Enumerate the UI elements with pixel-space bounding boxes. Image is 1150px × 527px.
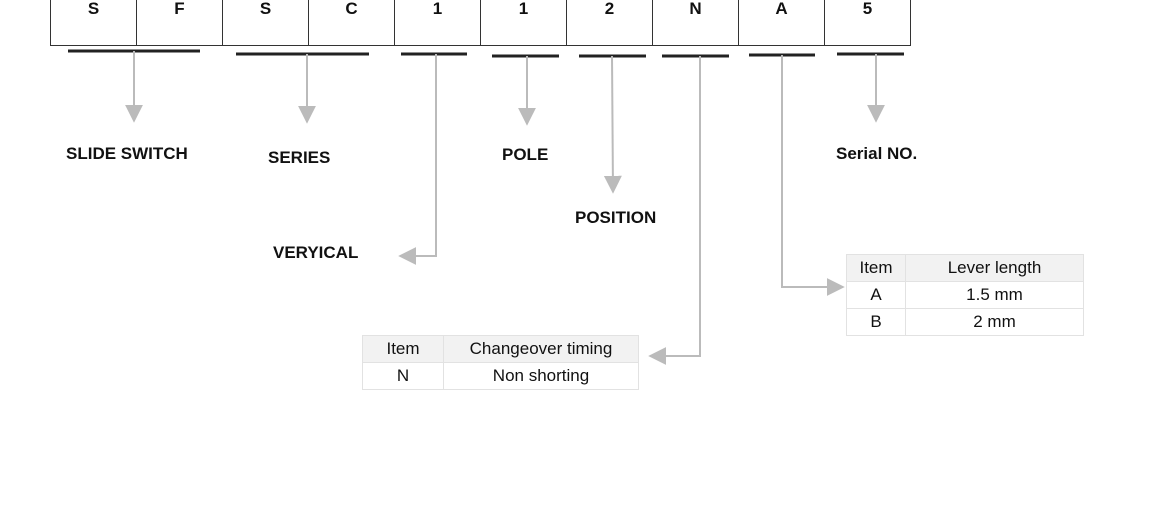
code-cell: C [308,0,394,45]
segment-underlines [68,49,904,58]
changeover-timing-table: Item Changeover timing N Non shorting [362,335,639,390]
code-cell: S [222,0,308,45]
table-cell: 2 mm [905,308,1084,336]
table-cell: Non shorting [443,362,639,390]
code-cell: 5 [824,0,910,45]
label-series: SERIES [268,148,331,167]
code-cell: 1 [480,0,566,45]
table-row: A 1.5 mm [846,281,1084,309]
table-row: N Non shorting [362,362,639,390]
table-cell: A [846,281,906,309]
arrow-timing [648,56,701,365]
table-row: B 2 mm [846,308,1084,336]
label-position: POSITION [575,208,657,227]
lever-length-table: Item Lever length A 1.5 mm B 2 mm [846,254,1084,336]
code-cell: S [50,0,136,45]
table-cell: N [362,362,444,390]
part-number-code-row: S F S C 1 1 2 N A 5 [50,0,911,46]
code-cell: 2 [566,0,652,45]
code-cell: F [136,0,222,45]
code-cell: 1 [394,0,480,45]
table-header: Item [846,254,906,282]
label-vertical: VERYICAL [273,243,359,262]
label-pole: POLE [502,145,549,164]
table-cell: 1.5 mm [905,281,1084,309]
arrow-vertical [398,54,437,265]
table-header: Changeover timing [443,335,639,363]
table-header: Lever length [905,254,1084,282]
table-header-row: Item Changeover timing [362,335,639,363]
arrow-lever [781,55,845,296]
label-serial-no: Serial NO. [836,144,918,163]
table-header: Item [362,335,444,363]
label-slide-switch: SLIDE SWITCH [66,144,188,163]
table-cell: B [846,308,906,336]
code-cell: N [652,0,738,45]
code-cell: A [738,0,824,45]
arrow-position [603,55,622,194]
table-header-row: Item Lever length [846,254,1084,282]
